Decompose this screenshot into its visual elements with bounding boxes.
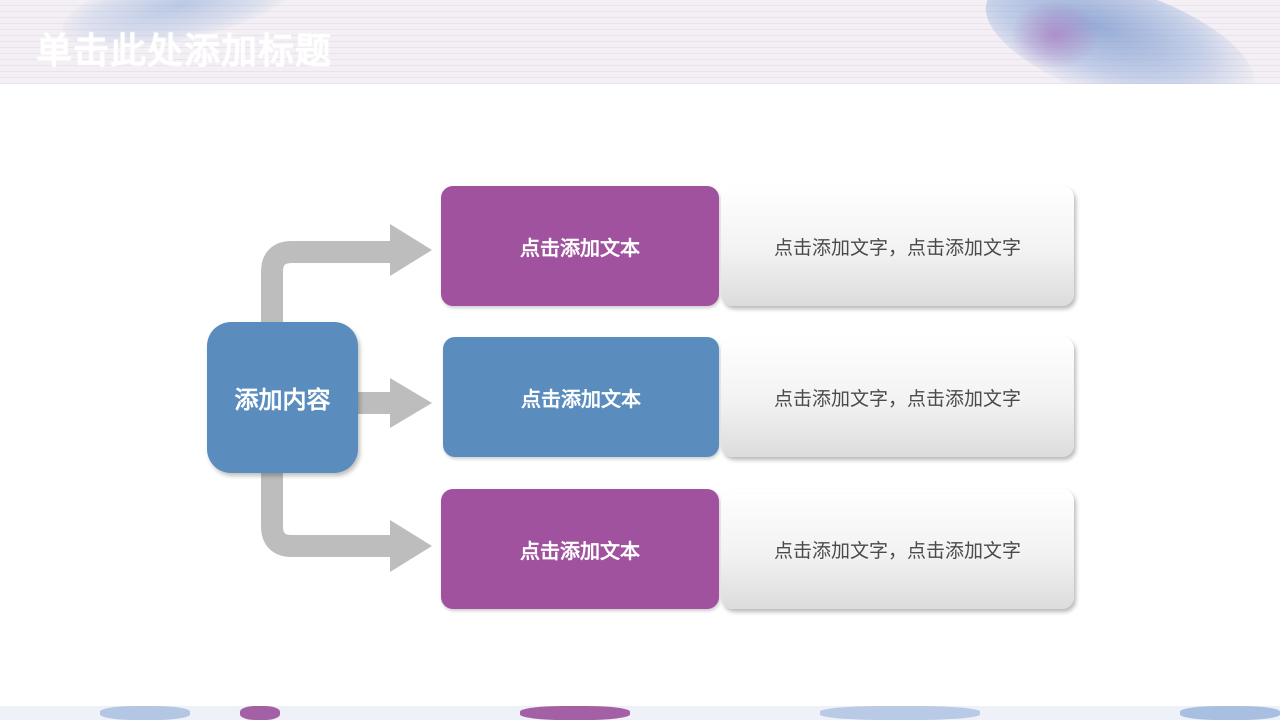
row-2-label-box[interactable]: 点击添加文本 bbox=[443, 337, 719, 457]
footer-decoration bbox=[100, 706, 190, 720]
connector-bottom bbox=[261, 473, 400, 557]
row-3-label: 点击添加文本 bbox=[520, 538, 640, 563]
arrowhead-top bbox=[390, 224, 432, 276]
row-3-text: 点击添加文字，点击添加文字 bbox=[773, 539, 1021, 562]
footer-decoration bbox=[240, 706, 280, 720]
arrowhead-bottom bbox=[390, 520, 432, 572]
row-1-label-box[interactable]: 点击添加文本 bbox=[441, 186, 719, 306]
footer-band bbox=[0, 706, 1280, 720]
row-2-text-box[interactable]: 点击添加文字，点击添加文字 bbox=[721, 337, 1074, 457]
arrowhead-middle bbox=[390, 378, 432, 428]
row-1-text-box[interactable]: 点击添加文字，点击添加文字 bbox=[721, 186, 1074, 306]
feather-decoration-accent bbox=[1010, 0, 1100, 70]
header-band: 单击此处添加标题 bbox=[0, 0, 1280, 84]
row-2-text: 点击添加文字，点击添加文字 bbox=[773, 387, 1021, 410]
row-1-label: 点击添加文本 bbox=[520, 235, 640, 260]
row-3-label-box[interactable]: 点击添加文本 bbox=[441, 489, 719, 609]
footer-decoration bbox=[820, 706, 980, 720]
footer-decoration bbox=[520, 706, 630, 720]
page-title[interactable]: 单击此处添加标题 bbox=[36, 31, 333, 72]
row-1-text: 点击添加文字，点击添加文字 bbox=[773, 236, 1021, 259]
footer-decoration bbox=[1180, 706, 1280, 720]
connector-top bbox=[261, 241, 400, 322]
row-2-label: 点击添加文本 bbox=[521, 386, 641, 411]
center-node-label: 添加内容 bbox=[234, 386, 331, 414]
row-3-text-box[interactable]: 点击添加文字，点击添加文字 bbox=[721, 489, 1074, 609]
center-node[interactable]: 添加内容 bbox=[207, 322, 358, 473]
